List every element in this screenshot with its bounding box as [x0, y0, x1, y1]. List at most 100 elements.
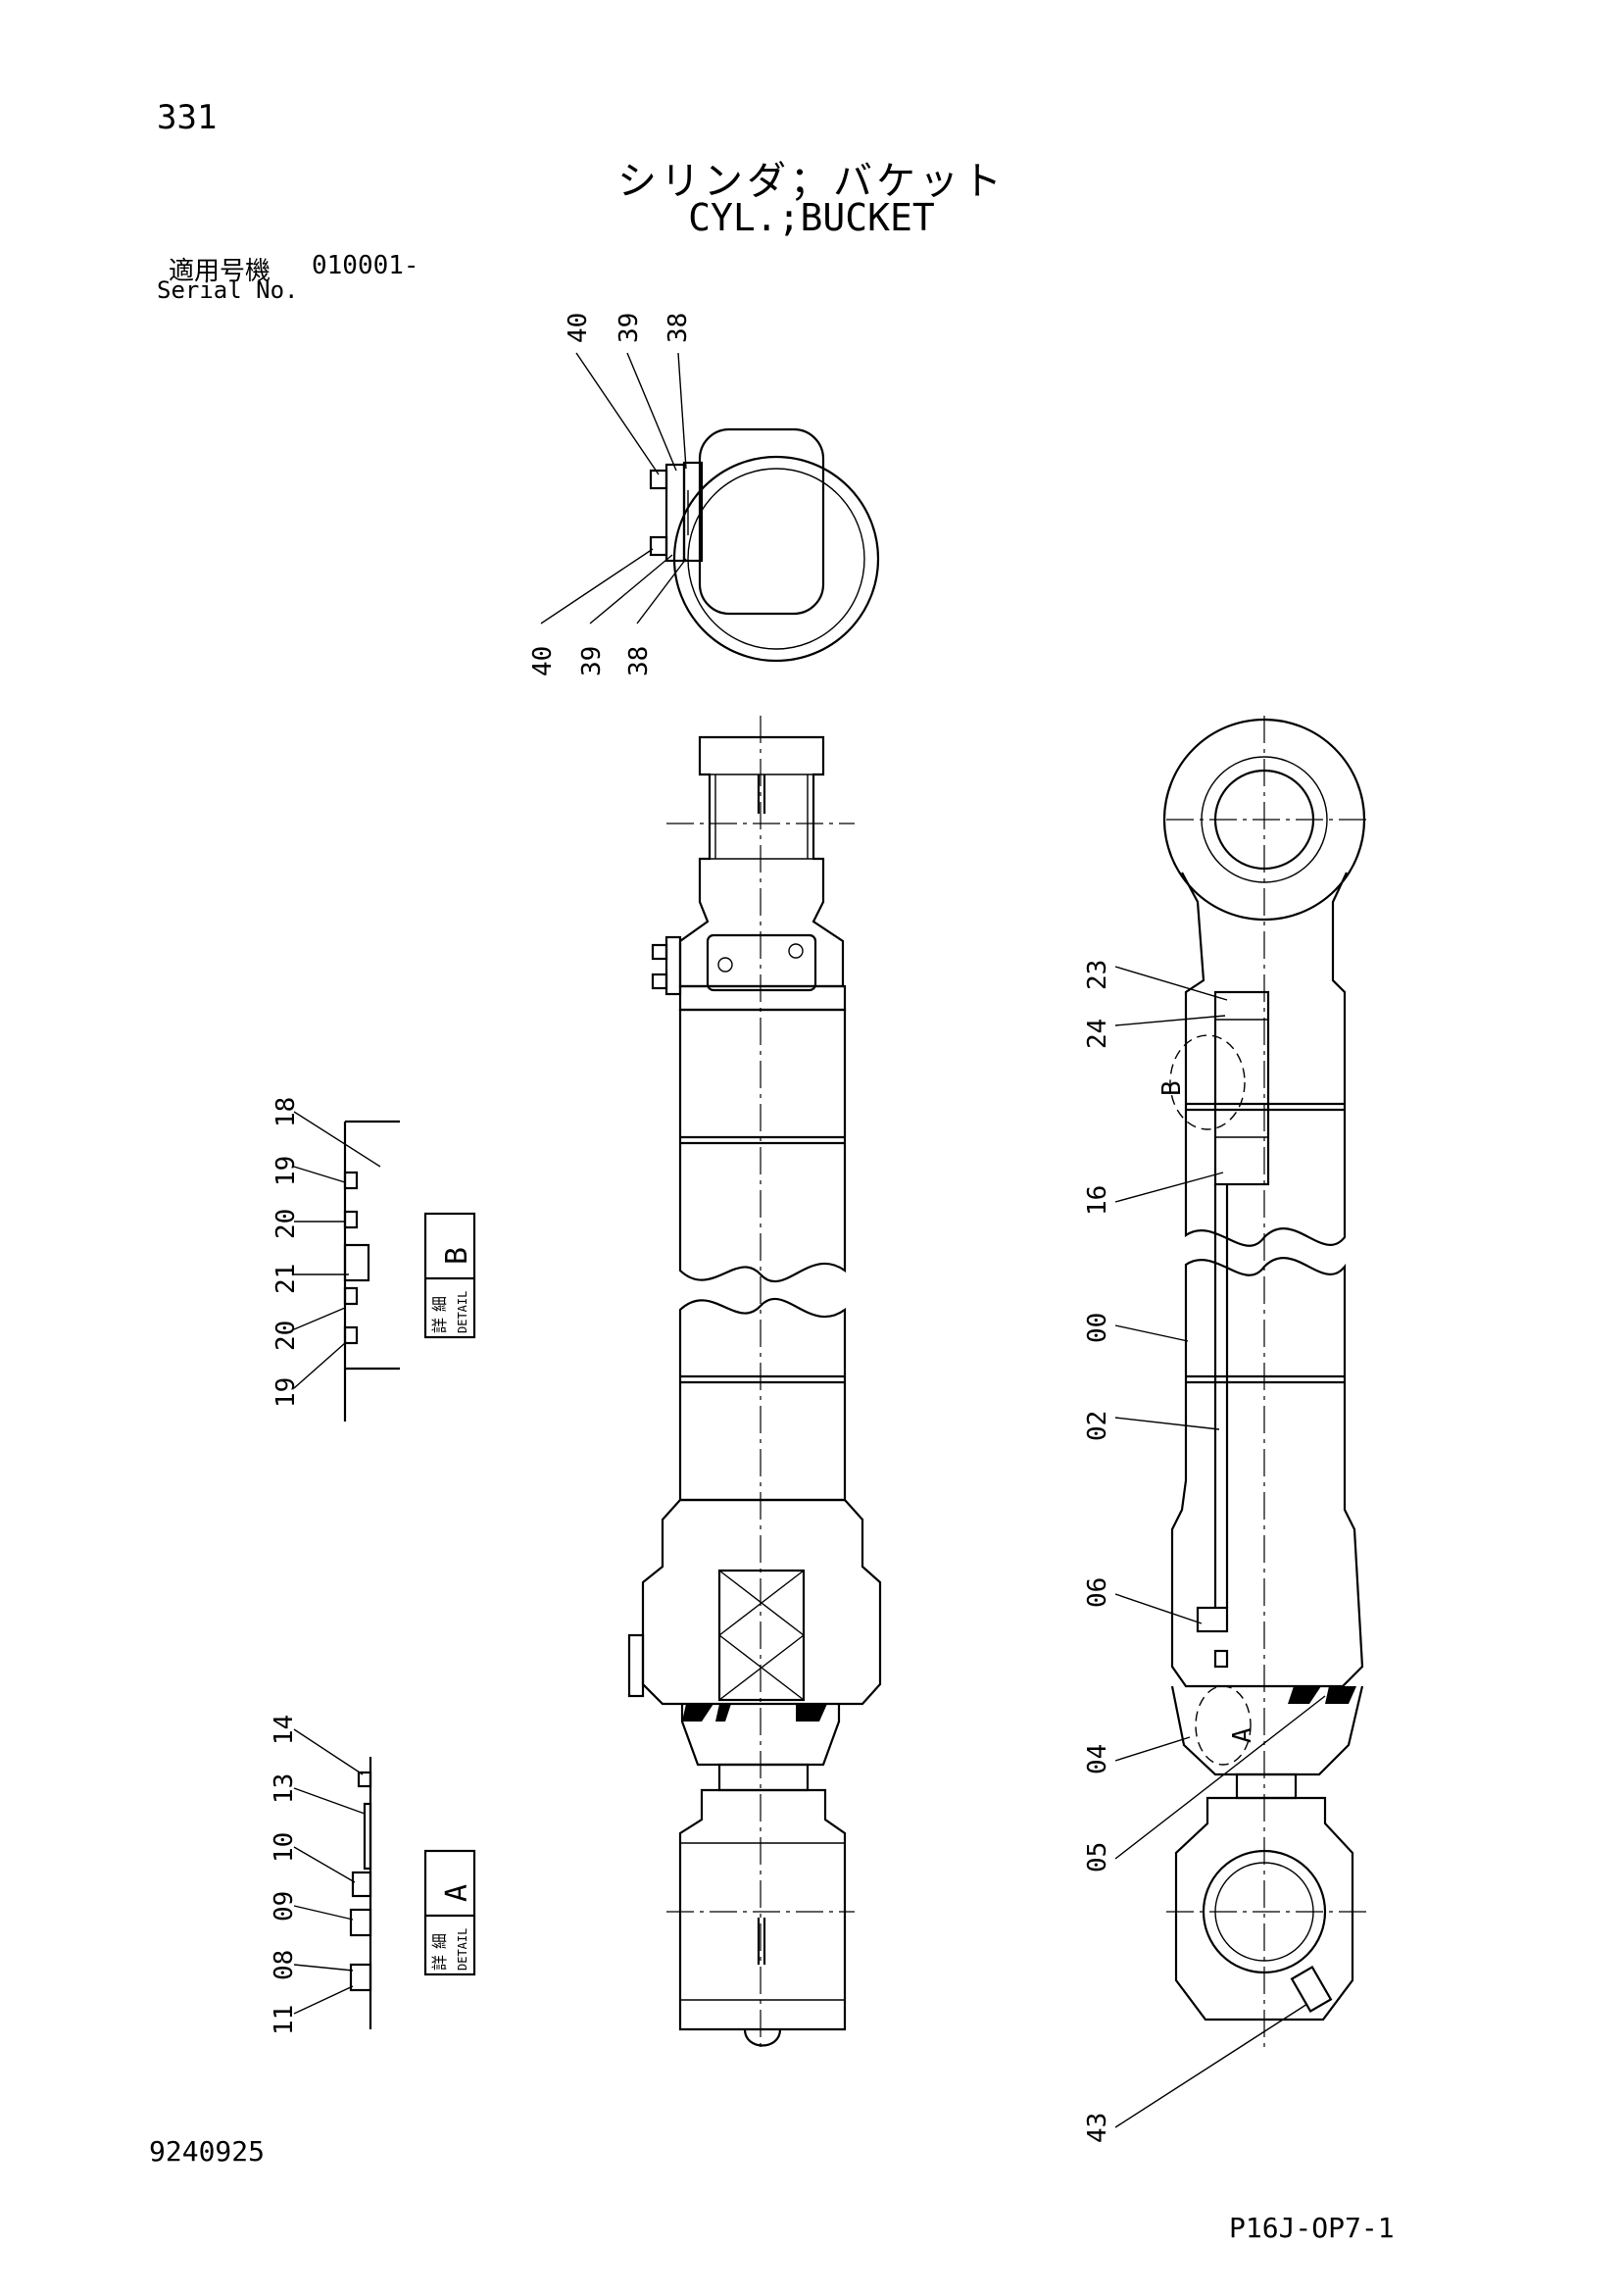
- leader-line: [293, 1728, 364, 1775]
- callout-label: 40: [564, 313, 593, 343]
- detail-a-bushing: [363, 1802, 372, 1871]
- leader-line: [1114, 1417, 1220, 1430]
- detail-b-ring: [343, 1325, 359, 1345]
- leader-line: [636, 558, 687, 624]
- seal-hatch: [1288, 1686, 1321, 1704]
- detail-b-kanji: 詳: [430, 1318, 449, 1333]
- section-rod-end: [1235, 1772, 1298, 1800]
- detail-a-circle: [1195, 1685, 1252, 1766]
- seal-hatch: [796, 1704, 827, 1722]
- leader-line: [293, 1964, 354, 1972]
- callout-label: 21: [271, 1264, 301, 1294]
- section-head-eye-bore: [1213, 769, 1315, 871]
- seal-hatch: [715, 1704, 731, 1722]
- callout-label: 19: [271, 1156, 301, 1186]
- section-head-right: [1331, 872, 1348, 1104]
- detail-b-letter: B: [440, 1247, 474, 1265]
- section-head-eye-bushing: [1201, 756, 1328, 883]
- hex-cross: [718, 1570, 805, 1636]
- callout-label: 38: [664, 313, 693, 343]
- callout-label: 11: [270, 2005, 299, 2035]
- section-grease-fitting: [1290, 1966, 1333, 2013]
- callout-label: 16: [1083, 1185, 1112, 1216]
- leader-line: [293, 1905, 354, 1921]
- callout-label: 23: [1083, 960, 1112, 990]
- section-piston: [1213, 990, 1270, 1186]
- callout-label: 02: [1083, 1411, 1112, 1441]
- port-bolt-head: [651, 973, 668, 990]
- side-view-gland: [641, 1498, 882, 1706]
- leader-line: [1114, 1172, 1224, 1203]
- section-head-eye-outer: [1162, 718, 1366, 922]
- section-head-left: [1181, 872, 1205, 1104]
- leader-line: [293, 1166, 346, 1183]
- section-callouts: 23 24 B 16 00 02 06 04 A 05 43: [1083, 960, 1326, 2143]
- leader-line: [1114, 1736, 1191, 1762]
- callout-label: 19: [271, 1377, 301, 1408]
- side-view: [627, 716, 882, 2049]
- leader-line: [575, 352, 660, 475]
- leader-line: [293, 1111, 381, 1168]
- seal-hatch: [682, 1704, 713, 1722]
- detail-a-kanji: 細: [430, 1933, 449, 1949]
- detail-a-wiper: [357, 1771, 372, 1788]
- section-detail-marker-b: B: [1157, 1080, 1187, 1096]
- detail-b-circle: [1169, 1034, 1246, 1130]
- callout-label: 18: [271, 1097, 301, 1127]
- gland-fitting: [627, 1633, 645, 1698]
- section-barrel-upper: [1184, 1104, 1347, 1247]
- detail-b: 18 19 20 21 20 19 B 詳 細 DETAIL: [271, 1097, 476, 1422]
- side-view-rod-eye: [678, 1788, 847, 2031]
- leader-line: [626, 352, 677, 472]
- section-rod-eye: [1174, 1796, 1354, 2021]
- section-rod-eye-bushing: [1214, 1862, 1314, 1962]
- end-view-plate: [664, 463, 686, 563]
- leader-line: [1114, 1695, 1326, 1860]
- callout-label: 24: [1083, 1019, 1112, 1049]
- leader-line: [677, 352, 687, 470]
- section-barrel-lower: [1170, 1257, 1364, 1688]
- callout-label: 04: [1083, 1744, 1112, 1774]
- detail-a-kanji: 詳: [430, 1955, 449, 1971]
- detail-b-ring: [343, 1286, 359, 1306]
- section-small-part: [1213, 1649, 1229, 1669]
- gland-hex: [717, 1569, 806, 1702]
- detail-a-word: DETAIL: [456, 1928, 469, 1971]
- leader-line: [293, 1787, 366, 1815]
- detail-a-label-box: [423, 1849, 476, 1976]
- port-bolt: [717, 957, 733, 973]
- side-view-port-fitting: [664, 935, 682, 996]
- section-detail-marker-a: A: [1228, 1727, 1257, 1743]
- port-bolt-head: [651, 943, 668, 961]
- callout-label: 05: [1083, 1842, 1112, 1872]
- serial-label-english: Serial No.: [157, 276, 299, 304]
- detail-a-letter: A: [440, 1884, 474, 1902]
- callout-label: 20: [271, 1321, 301, 1351]
- hex-cross: [718, 1634, 805, 1701]
- callout-label: 40: [528, 646, 558, 676]
- title-japanese: シリンダ；バケット: [617, 159, 1006, 204]
- leader-line: [293, 1846, 356, 1883]
- leader-line: [1114, 1324, 1189, 1342]
- leader-line: [1114, 2003, 1308, 2128]
- leader-line: [293, 1985, 354, 2015]
- detail-a: 14 13 10 09 08 11 A 詳 細 DETAIL: [270, 1715, 476, 2035]
- callout-label: 06: [1083, 1577, 1112, 1608]
- section-rod-eye-bore: [1202, 1849, 1327, 1974]
- page-code: P16J-OP7-1: [1229, 2212, 1395, 2244]
- grease-nipple: [743, 2028, 782, 2047]
- port-bolt: [788, 943, 804, 959]
- detail-a-buffer: [349, 1908, 372, 1937]
- detail-b-ring: [343, 1210, 359, 1229]
- leader-line: [1114, 966, 1228, 1001]
- section-view: [1162, 716, 1372, 2049]
- leader-line: [1114, 1593, 1203, 1624]
- title-english: CYL.;BUCKET: [688, 196, 935, 239]
- end-view-body: [698, 427, 825, 616]
- end-view: [649, 427, 880, 663]
- drawing-number: 9240925: [149, 2135, 266, 2168]
- detail-a-seal: [351, 1871, 372, 1898]
- end-view-callouts: 40 39 38 40 39 38: [528, 313, 693, 676]
- section-stop: [1196, 1606, 1229, 1633]
